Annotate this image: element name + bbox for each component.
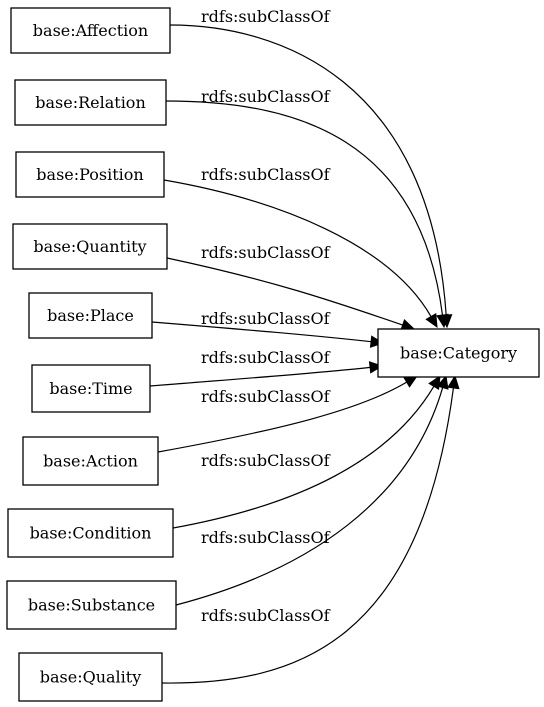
node-quality: base:Quality [18, 652, 163, 702]
node-label: base:Quantity [33, 237, 146, 256]
edge-quality-to-category: rdfs:subClassOf [161, 374, 460, 684]
node-box [14, 79, 167, 126]
node-box [28, 292, 153, 339]
node-label: base:Affection [33, 21, 148, 40]
node-box [7, 508, 174, 558]
arrowhead [436, 374, 449, 390]
arrowhead [436, 313, 449, 329]
node-label: base:Category [400, 344, 517, 363]
node-category: base:Category [377, 328, 540, 378]
edge-label: rdfs:subClassOf [201, 309, 331, 328]
node-box [10, 7, 171, 54]
node-quantity: base:Quantity [12, 223, 168, 270]
node-affection: base:Affection [10, 7, 171, 54]
edge-line [166, 257, 403, 326]
edge-action-to-category: rdfs:subClassOf [157, 375, 419, 453]
node-position: base:Position [15, 151, 165, 198]
edge-label: rdfs:subClassOf [201, 87, 331, 106]
arrowhead [369, 335, 385, 348]
edge-line [165, 100, 444, 316]
edge-place-to-category: rdfs:subClassOf [151, 309, 385, 348]
arrowhead [368, 361, 384, 374]
node-label: base:Position [36, 165, 143, 184]
node-label: base:Action [43, 452, 138, 471]
node-box [15, 151, 165, 198]
edge-label: rdfs:subClassOf [201, 451, 331, 470]
edge-line [151, 321, 372, 343]
edge-label: rdfs:subClassOf [201, 528, 331, 547]
node-box [31, 364, 151, 413]
node-condition: base:Condition [7, 508, 174, 558]
node-action: base:Action [22, 436, 159, 486]
edges-layer: rdfs:subClassOf rdfs:subClassOf rdfs:subCl… [149, 7, 460, 684]
node-label: base:Quality [40, 668, 142, 687]
node-substance: base:Substance [6, 580, 177, 630]
edge-label: rdfs:subClassOf [201, 348, 331, 367]
edge-line [169, 24, 447, 316]
edge-line [157, 381, 408, 453]
edge-line [161, 387, 455, 684]
edge-label: rdfs:subClassOf [201, 165, 331, 184]
node-label: base:Relation [35, 93, 146, 112]
edge-label: rdfs:subClassOf [201, 606, 331, 625]
node-label: base:Place [47, 306, 134, 325]
node-label: base:Substance [28, 596, 155, 615]
node-box [377, 328, 540, 378]
edge-label: rdfs:subClassOf [201, 7, 331, 26]
node-label: base:Condition [30, 524, 152, 543]
node-box [22, 436, 159, 486]
node-relation: base:Relation [14, 79, 167, 126]
edge-time-to-category: rdfs:subClassOf [149, 348, 384, 387]
node-box [12, 223, 168, 270]
node-box [18, 652, 163, 702]
arrowhead [428, 374, 441, 390]
edge-relation-to-category: rdfs:subClassOf [165, 87, 449, 329]
edge-line [172, 386, 435, 529]
node-label: base:Time [49, 379, 132, 398]
edge-position-to-category: rdfs:subClassOf [163, 165, 438, 329]
nodes-layer: base:Category base:Affection base:Relation… [6, 7, 540, 702]
node-box [6, 580, 177, 630]
edge-substance-to-category: rdfs:subClassOf [175, 374, 449, 606]
arrowhead [425, 313, 438, 329]
edge-label: rdfs:subClassOf [201, 243, 331, 262]
edge-line [175, 387, 444, 606]
node-time: base:Time [31, 364, 151, 413]
edge-label: rdfs:subClassOf [201, 387, 331, 406]
arrowhead [447, 374, 460, 390]
node-place: base:Place [28, 292, 153, 339]
edge-line [149, 366, 371, 387]
edge-line [163, 179, 432, 317]
